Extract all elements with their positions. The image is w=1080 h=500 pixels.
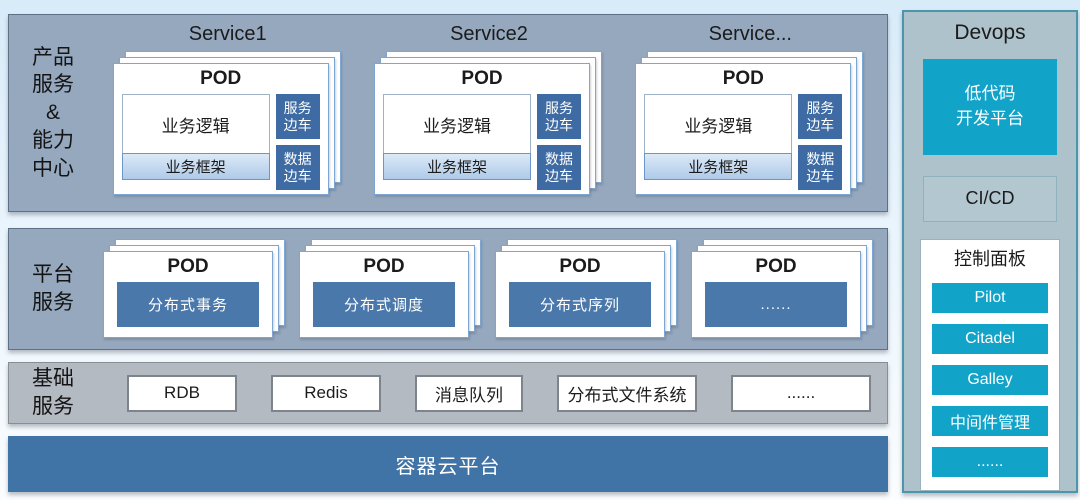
business-framework-box: 业务框架 [644, 153, 793, 180]
pod-stack: POD 业务逻辑 业务框架 服务 边车 数据 边车 [635, 51, 865, 197]
service-sidecar-box: 服务 边车 [275, 94, 320, 139]
pod-card: POD 业务逻辑 业务框架 服务 边车 数据 边车 [112, 63, 329, 195]
pod-card: POD 分布式事务 [103, 250, 273, 338]
cicd-box: CI/CD [923, 175, 1057, 222]
data-sidecar-box: 数据 边车 [536, 145, 581, 190]
devops-panel: Devops 低代码 开发平台 CI/CD 控制面板 Pilot Citadel… [902, 10, 1078, 493]
pod-card-body: 业务逻辑 业务框架 服务 边车 数据 边车 [121, 94, 320, 190]
more-control-box: ...... [932, 447, 1048, 477]
pod-stack: POD 业务逻辑 业务框架 服务 边车 数据 边车 [373, 51, 604, 197]
devops-title: Devops [954, 21, 1026, 44]
business-logic-box: 业务逻辑 [121, 94, 270, 154]
product-section-label: 产品 服务 & 能力 中心 [32, 45, 74, 180]
pod-card-body: 业务逻辑 业务框架 服务 边车 数据 边车 [382, 94, 581, 190]
platform-section-label: 平台 服务 [32, 263, 74, 314]
galley-box: Galley [932, 365, 1048, 395]
pod-stack: POD 业务逻辑 业务框架 服务 边车 数据 边车 [112, 51, 343, 197]
data-sidecar-box: 数据 边车 [798, 145, 843, 190]
distributed-sequence-box: 分布式序列 [509, 281, 651, 327]
section-infra-services: 基础 服务 RDB Redis 消息队列 分布式文件系统 ...... [8, 362, 888, 424]
pilot-box: Pilot [932, 283, 1048, 313]
infra-section-label: 基础 服务 [32, 367, 74, 418]
section-product-services: 产品 服务 & 能力 中心 Service1 POD 业务逻辑 业务框架 [8, 14, 888, 212]
pod-stack: POD ...... [691, 238, 875, 340]
pod-stack: POD 分布式调度 [299, 238, 483, 340]
service-group-2: Service2 POD 业务逻辑 业务框架 [373, 19, 604, 211]
service-title: Service2 [450, 23, 528, 45]
distributed-scheduling-box: 分布式调度 [313, 281, 455, 327]
service-title: Service1 [188, 23, 267, 45]
service-group-1: Service1 POD 业务逻辑 业务框架 [112, 19, 343, 211]
rdb-box: RDB [127, 374, 237, 412]
sidecar-column: 服务 边车 数据 边车 [798, 94, 843, 190]
business-column: 业务逻辑 业务框架 [644, 94, 793, 190]
container-cloud-platform-label: 容器云平台 [395, 455, 501, 478]
message-queue-box: 消息队列 [415, 374, 523, 412]
control-panel-title: 控制面板 [954, 249, 1026, 269]
service-group-3: Service... POD 业务逻辑 业务框架 [635, 19, 865, 211]
business-column: 业务逻辑 业务框架 [382, 94, 531, 190]
distributed-transaction-box: 分布式事务 [117, 281, 259, 327]
pod-card: POD 业务逻辑 业务框架 服务 边车 数据 边车 [635, 63, 852, 195]
business-logic-box: 业务逻辑 [644, 94, 793, 154]
pod-card: POD 分布式调度 [299, 250, 469, 338]
pod-label: POD [722, 68, 764, 89]
more-infra-box: ...... [731, 374, 871, 412]
sidecar-column: 服务 边车 数据 边车 [536, 94, 581, 190]
pod-label: POD [559, 255, 601, 277]
redis-box: Redis [271, 374, 381, 412]
pod-label: POD [363, 255, 405, 277]
main-column: 产品 服务 & 能力 中心 Service1 POD 业务逻辑 业务框架 [8, 0, 888, 492]
business-framework-box: 业务框架 [121, 153, 270, 180]
control-panel-box: 控制面板 Pilot Citadel Galley 中间件管理 ...... [920, 239, 1060, 491]
more-services-box: ...... [705, 281, 847, 327]
pod-stack: POD 分布式序列 [495, 238, 679, 340]
pod-label: POD [461, 68, 503, 89]
citadel-box: Citadel [932, 324, 1048, 354]
infra-item-row: RDB Redis 消息队列 分布式文件系统 ...... [97, 363, 887, 423]
container-cloud-platform-bar: 容器云平台 [8, 436, 888, 492]
pod-label: POD [200, 68, 242, 89]
sidecar-column: 服务 边车 数据 边车 [275, 94, 320, 190]
middleware-management-box: 中间件管理 [932, 406, 1048, 436]
service-title: Service... [708, 23, 792, 45]
pod-card: POD 分布式序列 [495, 250, 665, 338]
business-framework-box: 业务框架 [382, 153, 531, 180]
pod-label: POD [755, 255, 797, 277]
pod-stack: POD 分布式事务 [103, 238, 287, 340]
platform-pod-groups: POD 分布式事务 POD 分布式调度 POD [97, 229, 887, 349]
service-sidecar-box: 服务 边车 [536, 94, 581, 139]
service-groups: Service1 POD 业务逻辑 业务框架 [97, 15, 887, 211]
section-platform-services: 平台 服务 POD 分布式事务 POD 分布式调度 [8, 228, 888, 350]
data-sidecar-box: 数据 边车 [275, 145, 320, 190]
pod-card: POD 业务逻辑 业务框架 服务 边车 数据 边车 [373, 63, 590, 195]
lowcode-platform-box: 低代码 开发平台 [923, 59, 1057, 155]
business-logic-box: 业务逻辑 [382, 94, 531, 154]
pod-card: POD ...... [691, 250, 861, 338]
service-sidecar-box: 服务 边车 [798, 94, 843, 139]
pod-label: POD [167, 255, 209, 277]
business-column: 业务逻辑 业务框架 [121, 94, 270, 190]
pod-card-body: 业务逻辑 业务框架 服务 边车 数据 边车 [644, 94, 843, 190]
distributed-filesystem-box: 分布式文件系统 [557, 374, 697, 412]
